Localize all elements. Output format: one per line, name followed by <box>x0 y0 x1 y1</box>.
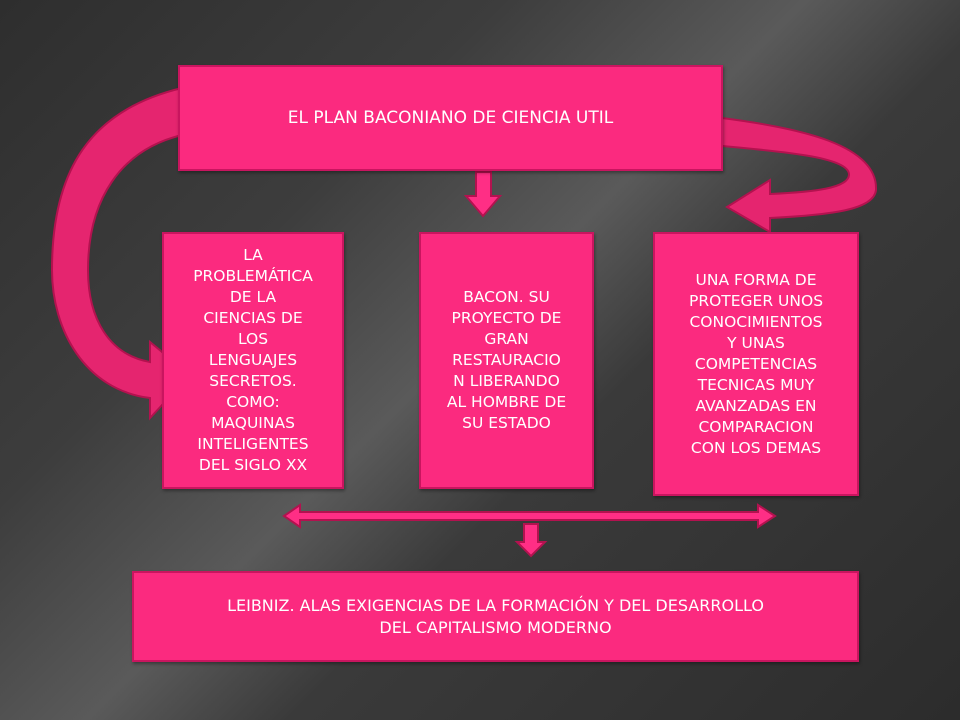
right-box: UNA FORMA DE PROTEGER UNOS CONOCIMIENTOS… <box>653 232 859 496</box>
double-arrow <box>282 503 777 529</box>
left-box: LA PROBLEMÁTICA DE LA CIENCIAS DE LOS LE… <box>162 232 344 489</box>
curved-arrow-left <box>50 86 192 421</box>
bottom-box: LEIBNIZ. ALAS EXIGENCIAS DE LA FORMACIÓN… <box>132 571 859 662</box>
curved-arrow-right <box>721 116 878 234</box>
down-arrow-top <box>463 171 503 218</box>
title-box: EL PLAN BACONIANO DE CIENCIA UTIL <box>178 65 723 171</box>
down-arrow-bottom <box>514 523 548 558</box>
middle-box: BACON. SU PROYECTO DE GRAN RESTAURACIO N… <box>419 232 594 489</box>
